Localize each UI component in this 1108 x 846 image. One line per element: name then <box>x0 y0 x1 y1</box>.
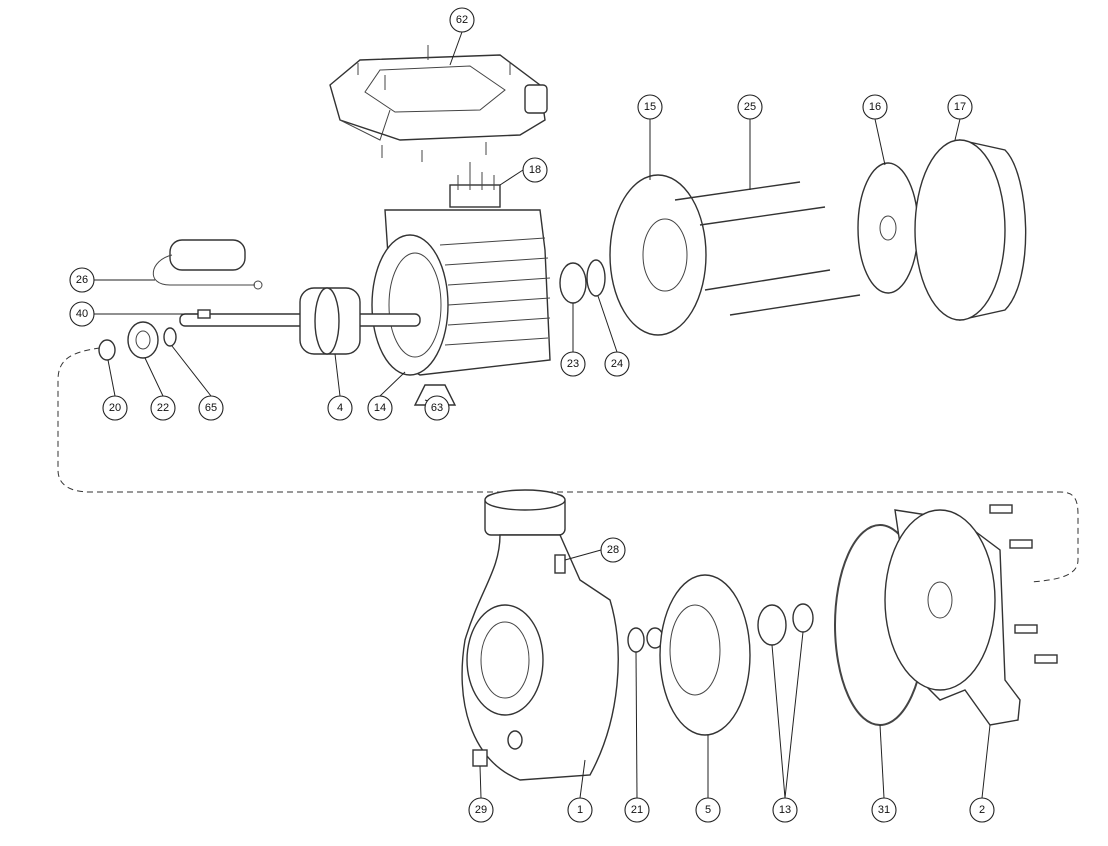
svg-text:15: 15 <box>644 101 656 113</box>
callout-22: 22 <box>150 395 176 421</box>
assembly-path-dashed <box>57 347 1079 583</box>
svg-text:23: 23 <box>567 358 579 370</box>
callout-16: 16 <box>862 94 888 120</box>
mechanical-seal <box>757 603 814 646</box>
svg-text:24: 24 <box>611 358 623 370</box>
callout-65: 65 <box>198 395 224 421</box>
pump-bracket <box>884 509 1021 726</box>
tie-rods <box>674 181 861 316</box>
callout-29: 29 <box>468 797 494 823</box>
svg-text:4: 4 <box>337 402 343 414</box>
svg-text:18: 18 <box>529 164 541 176</box>
terminal-box-cover <box>329 45 548 162</box>
rear-bearing <box>559 262 587 304</box>
callout-4: 4 <box>327 395 353 421</box>
callout-25: 25 <box>737 94 763 120</box>
callout-13: 13 <box>772 797 798 823</box>
cooling-fan <box>857 162 919 294</box>
svg-text:22: 22 <box>157 402 169 414</box>
callout-14: 14 <box>367 395 393 421</box>
svg-text:65: 65 <box>205 402 217 414</box>
svg-text:16: 16 <box>869 101 881 113</box>
callout-23: 23 <box>560 351 586 377</box>
capacitor <box>152 239 263 290</box>
svg-text:28: 28 <box>607 544 619 556</box>
callout-2: 2 <box>969 797 995 823</box>
callout-26: 26 <box>69 267 95 293</box>
svg-text:21: 21 <box>631 804 643 816</box>
svg-text:63: 63 <box>431 402 443 414</box>
spring-washer <box>586 259 606 297</box>
callout-31: 31 <box>871 797 897 823</box>
end-shield <box>609 174 707 336</box>
svg-text:29: 29 <box>475 804 487 816</box>
svg-text:26: 26 <box>76 274 88 286</box>
fan-cover <box>914 139 1027 321</box>
pump-casing <box>461 489 619 781</box>
svg-text:40: 40 <box>76 308 88 320</box>
svg-text:62: 62 <box>456 14 468 26</box>
callout-17: 17 <box>947 94 973 120</box>
callout-5: 5 <box>695 797 721 823</box>
callout-1: 1 <box>567 797 593 823</box>
callout-28: 28 <box>600 537 626 563</box>
svg-text:1: 1 <box>577 804 583 816</box>
callout-18: 18 <box>522 157 548 183</box>
callout-20: 20 <box>102 395 128 421</box>
svg-text:17: 17 <box>954 101 966 113</box>
impeller <box>659 574 751 736</box>
callout-24: 24 <box>604 351 630 377</box>
rotor-shaft <box>179 287 421 355</box>
svg-text:2: 2 <box>979 804 985 816</box>
drain-plug <box>554 554 566 574</box>
bracket-bolts <box>989 504 1058 664</box>
callout-63: 63 <box>424 395 450 421</box>
callout-40: 40 <box>69 301 95 327</box>
callout-62: 62 <box>449 7 475 33</box>
svg-text:14: 14 <box>374 402 386 414</box>
svg-text:13: 13 <box>779 804 791 816</box>
callout-21: 21 <box>624 797 650 823</box>
callout-15: 15 <box>637 94 663 120</box>
svg-text:25: 25 <box>744 101 756 113</box>
front-bearings <box>98 321 177 361</box>
motor-housing <box>371 209 551 376</box>
impeller-nut <box>627 627 645 653</box>
terminal-block <box>449 162 501 208</box>
svg-text:31: 31 <box>878 804 890 816</box>
svg-text:20: 20 <box>109 402 121 414</box>
svg-text:5: 5 <box>705 804 711 816</box>
shaft-key <box>197 309 211 319</box>
